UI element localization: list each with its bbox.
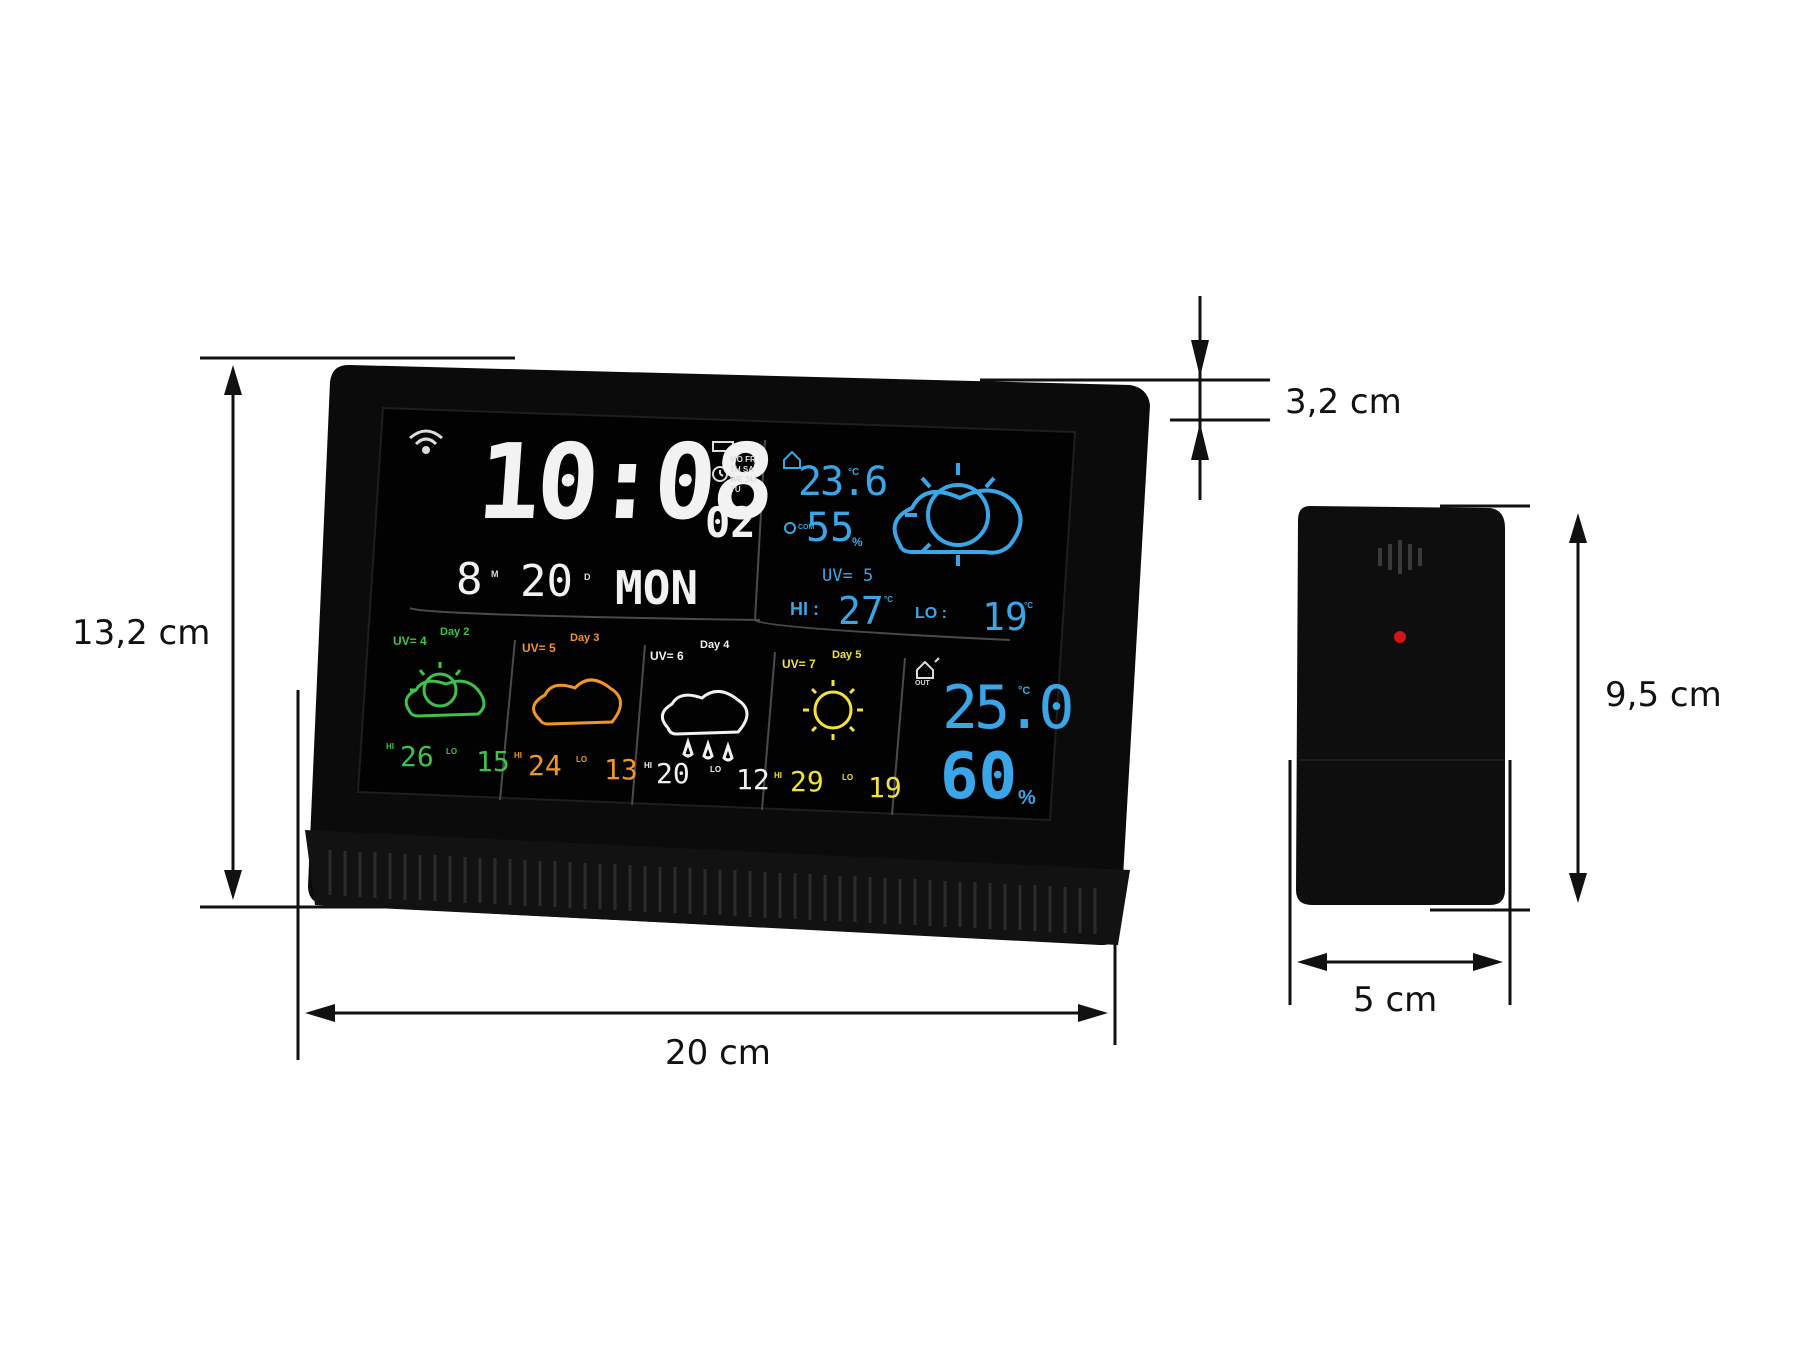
vent-slots — [328, 850, 1097, 934]
forecast-day2-hi: 26 — [400, 740, 434, 773]
forecast-day5-lo-label: LO — [842, 773, 854, 782]
dimension-lines — [200, 296, 1580, 1060]
dim-depth: 3,2 cm — [1285, 382, 1402, 422]
forecast-day5-hi: 29 — [790, 765, 824, 798]
battery-icon — [712, 441, 734, 452]
outdoor-humidity: 60 — [940, 740, 1018, 814]
indoor-temp-unit: °C — [848, 467, 860, 478]
indoor-comfort-label: COM — [798, 524, 815, 531]
forecast-day4-uv: UV= 6 — [650, 649, 684, 663]
dim-width-sensor: 5 cm — [1353, 980, 1438, 1020]
forecast-day2-uv: UV= 4 — [393, 634, 427, 648]
today-hi-value: 27 — [838, 589, 884, 633]
wifi-icon — [409, 429, 443, 454]
weekday-grid: MO FR TH SA WE SU TU — [730, 455, 757, 494]
vent-strip — [305, 830, 1130, 945]
date-day: 20 — [520, 556, 573, 607]
alarm-icon — [712, 466, 728, 482]
date-weekday: MON — [615, 561, 699, 615]
forecast-day3-hi-label: HI — [514, 751, 522, 760]
outdoor-house-icon — [916, 657, 940, 679]
forecast-day3-lo-label: LO — [576, 755, 588, 764]
forecast-day3-uv: UV= 5 — [522, 641, 556, 655]
clock-seconds: 02 — [705, 498, 756, 547]
forecast-day2-hi-label: HI — [386, 742, 394, 751]
comfort-icon — [784, 522, 796, 534]
today-hi-unit: °C — [884, 595, 893, 604]
dimension-arrows — [224, 340, 1587, 1022]
date-month-unit: M — [491, 569, 499, 579]
outdoor-label: OUT — [915, 680, 930, 687]
date-month: 8 — [456, 554, 483, 605]
forecast-day4-lo-label: LO — [710, 765, 722, 774]
forecast-day3-lo: 13 — [604, 753, 638, 786]
rain-icon — [660, 690, 749, 762]
forecast-day4-hi: 20 — [656, 757, 690, 790]
dim-height-sensor: 9,5 cm — [1605, 675, 1722, 715]
sunny-icon — [803, 680, 863, 740]
indoor-humidity: 55 — [806, 505, 855, 551]
forecast-day5-label: Day 5 — [832, 649, 862, 661]
forecast-day5-lo: 19 — [868, 771, 902, 804]
today-hi-label: HI : — [790, 599, 819, 619]
indoor-humidity-unit: % — [852, 535, 863, 549]
outdoor-sensor-body — [1296, 506, 1505, 905]
today-lo-label: LO : — [915, 605, 947, 622]
sensor-led-indicator — [1394, 631, 1406, 643]
today-uv: UV= 5 — [822, 566, 874, 586]
forecast-day3-label: Day 3 — [570, 632, 600, 644]
indoor-temperature: 23.6 — [798, 459, 888, 505]
outdoor-temp-unit: °C — [1018, 685, 1031, 697]
forecast-day2-lo-label: LO — [446, 747, 458, 756]
today-lo-value: 19 — [982, 595, 1028, 639]
sensor-vent-icon — [1378, 540, 1422, 574]
forecast-day2-lo: 15 — [476, 745, 510, 778]
today-lo-unit: °C — [1024, 601, 1033, 610]
date-day-unit: D — [584, 572, 591, 582]
forecast-day5-uv: UV= 7 — [782, 657, 816, 671]
outdoor-temperature: 25.0 — [942, 673, 1074, 743]
home-icon — [783, 450, 801, 469]
dim-height-main: 13,2 cm — [72, 613, 211, 653]
cloudy-icon — [532, 678, 622, 726]
forecast-day4-hi-label: HI — [644, 761, 652, 770]
dim-width-main: 20 cm — [665, 1033, 771, 1073]
lcd-dividers — [409, 439, 1011, 816]
forecast-day3-hi: 24 — [528, 749, 562, 782]
forecast-day4-lo: 12 — [736, 763, 770, 796]
forecast-day2-label: Day 2 — [440, 626, 470, 638]
partly-cloudy-icon — [404, 662, 486, 718]
today-weather-icon — [892, 463, 1023, 566]
forecast-day4-label: Day 4 — [700, 639, 730, 651]
forecast-day5-hi-label: HI — [774, 771, 782, 780]
outdoor-humidity-unit: % — [1018, 787, 1036, 809]
